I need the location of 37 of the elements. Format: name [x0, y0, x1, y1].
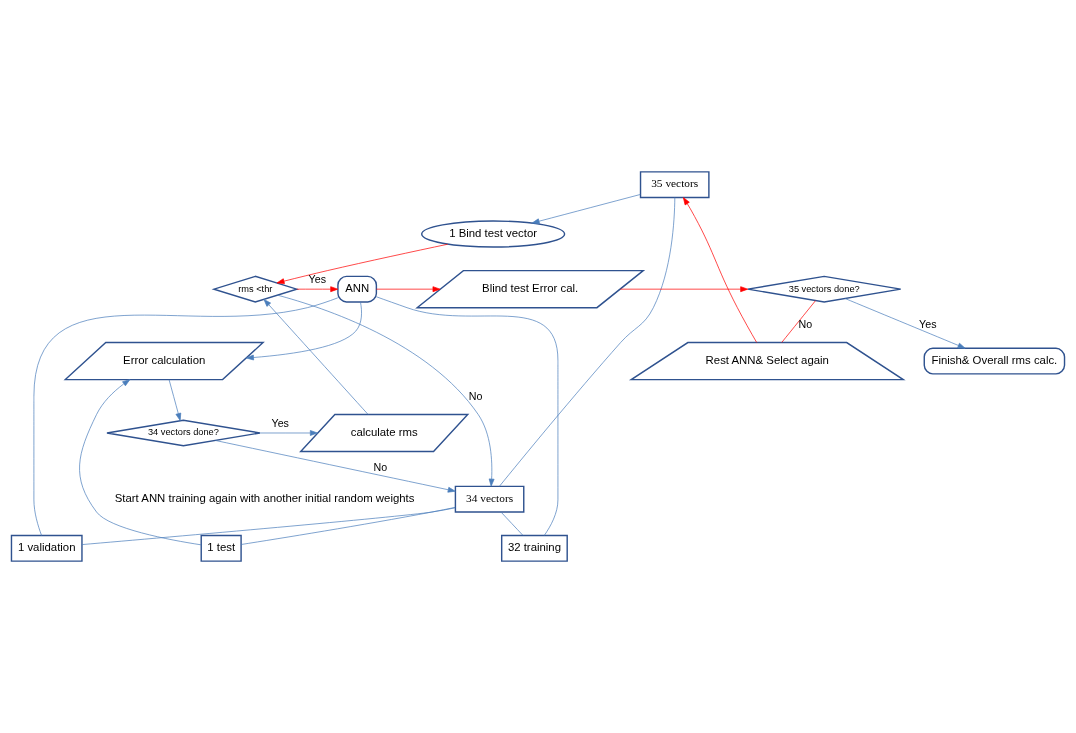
- node-diamond: 34 vectors done?: [106, 419, 261, 447]
- node-box: 1 test: [200, 534, 242, 562]
- connector: [499, 197, 676, 487]
- edge-label: Yes: [308, 273, 327, 286]
- connector: [240, 507, 456, 545]
- arrow: [376, 286, 441, 292]
- arrow: [259, 430, 318, 436]
- node-box: Finish& Overall rms calc.: [923, 347, 1066, 375]
- edge-label: No: [798, 317, 813, 330]
- node-box: 1 validation: [10, 534, 83, 562]
- edge-label: Yes: [271, 417, 289, 430]
- arrow: [683, 197, 758, 343]
- node-box: 32 training: [501, 534, 568, 562]
- edge-label: No: [468, 389, 483, 402]
- connector: [33, 297, 339, 536]
- arrow: [215, 440, 456, 493]
- node-box: ANN: [337, 275, 378, 303]
- label: Start ANN training again with another initial random weights: [114, 491, 415, 504]
- connector: [781, 300, 816, 343]
- node-box: 34 vectors: [454, 485, 525, 513]
- edge-label: Yes: [919, 317, 937, 330]
- arrow: [277, 294, 495, 487]
- edge-label: No: [373, 461, 388, 474]
- arrow: [620, 286, 749, 292]
- node-box: 35 vectors: [639, 171, 710, 199]
- node-diamond: 35 vectors done?: [747, 275, 902, 303]
- connector: [500, 511, 524, 536]
- arrow: [531, 194, 641, 224]
- arrow: [168, 379, 182, 421]
- arrow: [296, 286, 339, 292]
- connector: [81, 507, 456, 545]
- arrow: [246, 301, 362, 361]
- arrow: [276, 243, 448, 284]
- arrow: [844, 298, 966, 349]
- connector: [376, 296, 559, 536]
- arrow: [79, 379, 202, 546]
- arrow: [263, 299, 369, 415]
